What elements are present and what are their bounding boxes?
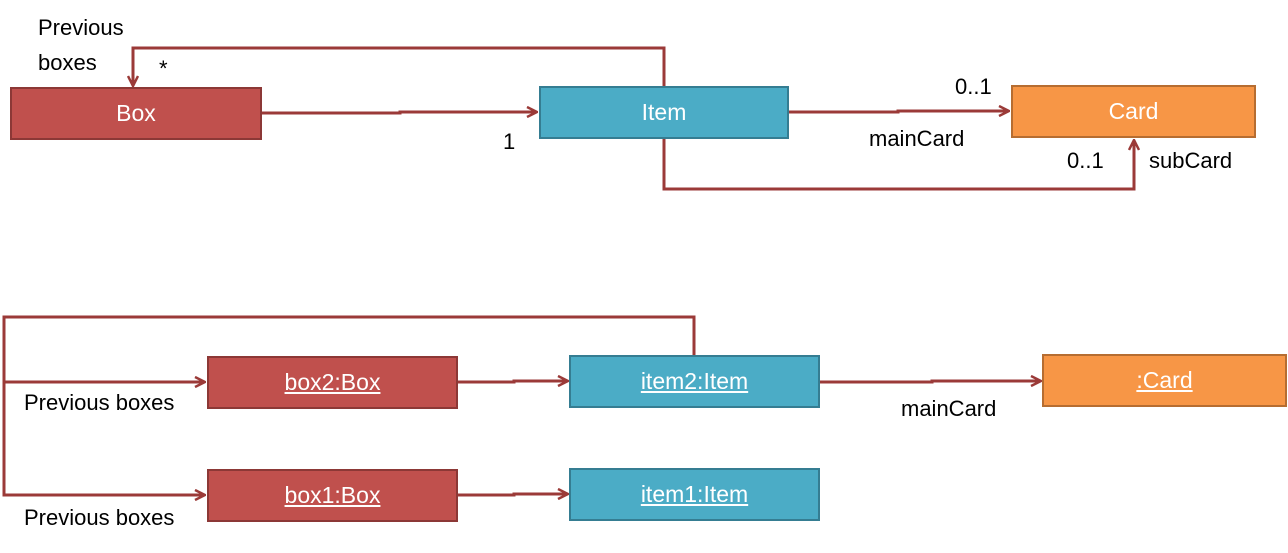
box1-item1-link <box>458 494 568 495</box>
item1-object[interactable]: item1:Item <box>569 468 820 521</box>
box2-item2-link <box>458 381 568 382</box>
previous-boxes-association <box>133 46 666 86</box>
item2-card-link <box>820 381 1041 382</box>
maincard-association <box>789 111 1009 112</box>
previous-boxes-label-line2: boxes <box>38 50 97 75</box>
card-object-label: :Card <box>1136 367 1193 393</box>
subcard-association <box>662 139 1134 191</box>
maincard-multiplicity: 0..1 <box>955 74 992 99</box>
box-item-association <box>261 112 537 113</box>
item1-object-label: item1:Item <box>640 481 749 507</box>
item2-object[interactable]: item2:Item <box>569 355 820 408</box>
previous-boxes-multiplicity: * <box>159 56 168 81</box>
previous-boxes-label-top: Previous boxes <box>24 390 175 415</box>
previous-boxes-label-bottom: Previous boxes <box>24 505 175 530</box>
card-class-label: Card <box>1108 98 1159 124</box>
box-class[interactable]: Box <box>10 87 262 140</box>
box1-object-label: box1:Box <box>284 482 381 508</box>
card-class[interactable]: Card <box>1011 85 1256 138</box>
subcard-role: subCard <box>1149 148 1233 173</box>
box2-object[interactable]: box2:Box <box>207 356 458 409</box>
item-class-label: Item <box>641 99 687 125</box>
item2-object-label: item2:Item <box>640 368 749 394</box>
previous-boxes-label-line1: Previous <box>38 15 124 40</box>
box1-object[interactable]: box1:Box <box>207 469 458 522</box>
maincard-link-role: mainCard <box>901 396 997 421</box>
previous-boxes-link-bottom <box>2 382 205 495</box>
box2-object-label: box2:Box <box>284 369 381 395</box>
item-multiplicity: 1 <box>503 129 516 154</box>
box-class-label: Box <box>116 100 156 126</box>
item-class[interactable]: Item <box>539 86 789 139</box>
maincard-role: mainCard <box>869 126 965 151</box>
previous-boxes-link-top <box>2 315 696 382</box>
card-object[interactable]: :Card <box>1042 354 1287 407</box>
subcard-multiplicity: 0..1 <box>1067 148 1104 173</box>
